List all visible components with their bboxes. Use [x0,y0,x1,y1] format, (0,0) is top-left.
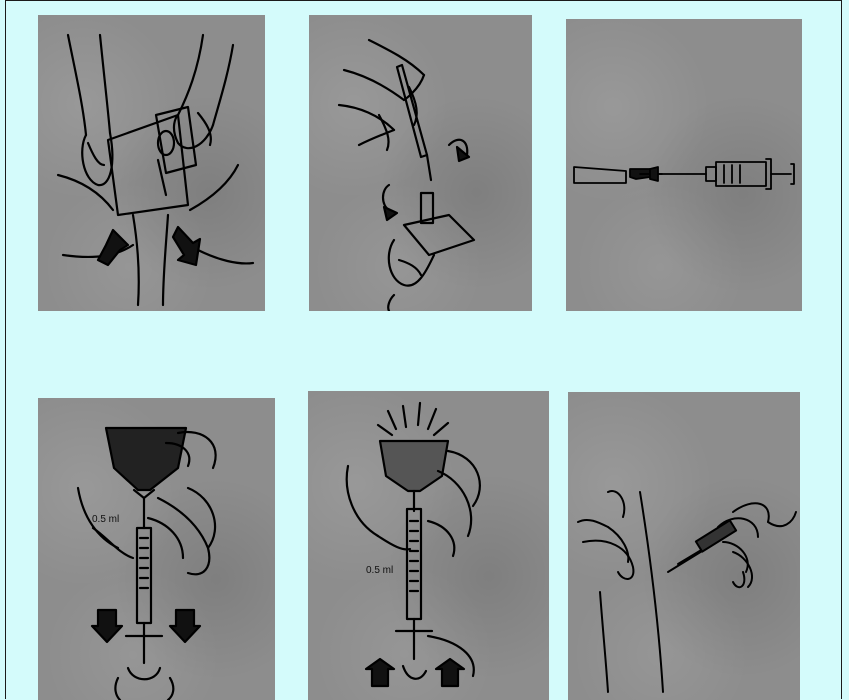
remove-cap-illustration [309,15,532,311]
step-2-remove-cap [309,15,532,311]
step-3-remove-needle-cover [566,19,802,311]
step-5-expel-air: 0.5 ml [308,391,549,700]
needle-cover-illustration [566,19,802,311]
volume-label: 0.5 ml [366,565,393,576]
step-4-draw-dose: 0.5 ml [38,398,275,700]
expel-air-illustration [308,391,549,700]
volume-label: 0.5 ml [92,514,119,525]
draw-dose-illustration [38,398,275,700]
inject-illustration [568,392,800,700]
step-1-open-package [38,15,265,311]
open-package-illustration [38,15,265,311]
step-6-inject [568,392,800,700]
